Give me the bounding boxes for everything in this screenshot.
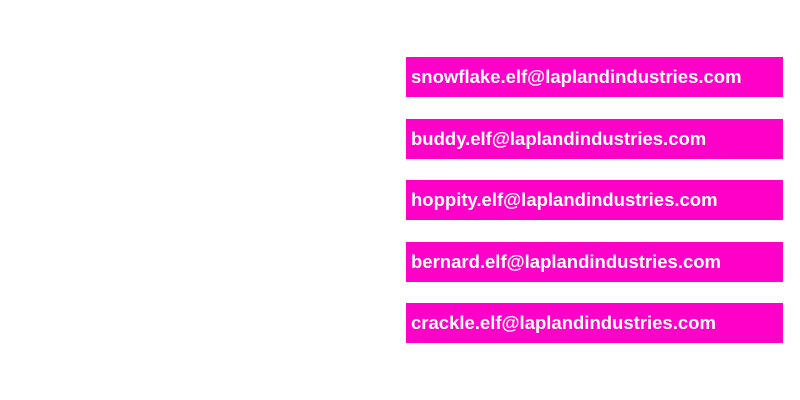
email-list: snowflake.elf@laplandindustries.com budd… xyxy=(406,57,783,365)
email-item[interactable]: snowflake.elf@laplandindustries.com xyxy=(406,57,783,97)
email-item[interactable]: bernard.elf@laplandindustries.com xyxy=(406,241,783,282)
email-item[interactable]: buddy.elf@laplandindustries.com xyxy=(406,118,783,159)
email-item[interactable]: crackle.elf@laplandindustries.com xyxy=(406,303,783,343)
email-item[interactable]: hoppity.elf@laplandindustries.com xyxy=(406,180,783,220)
